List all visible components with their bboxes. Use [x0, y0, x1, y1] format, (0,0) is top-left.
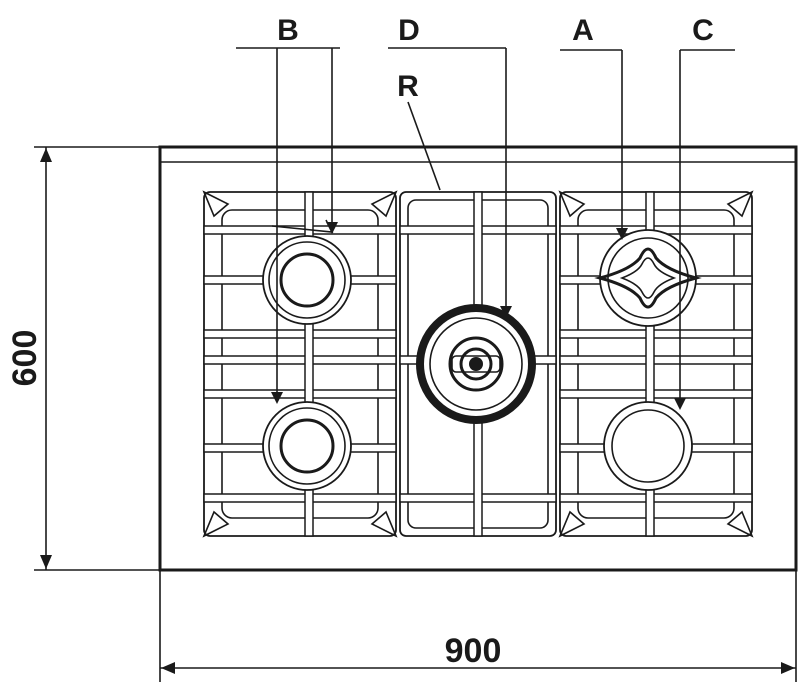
- burner-d-wok: [416, 304, 536, 424]
- leader-b: [236, 47, 340, 404]
- depth-dimension: [34, 146, 160, 571]
- leader-r: [407, 101, 441, 191]
- leader-a: [560, 49, 628, 240]
- leader-c: [674, 49, 735, 410]
- callout-a: A: [572, 14, 594, 47]
- width-dimension: [159, 570, 797, 682]
- cooktop-frame: [158, 145, 798, 572]
- burner-b-top: [262, 235, 352, 325]
- callout-c: C: [692, 14, 714, 47]
- burner-a: [594, 229, 702, 327]
- callout-b: B: [277, 14, 299, 47]
- width-label: 900: [445, 632, 502, 670]
- burner-c: [603, 401, 693, 491]
- burner-b-bottom: [262, 401, 352, 491]
- leader-d: [388, 47, 512, 318]
- callout-r: R: [397, 70, 419, 103]
- depth-label: 600: [6, 330, 44, 387]
- callout-d: D: [398, 14, 420, 47]
